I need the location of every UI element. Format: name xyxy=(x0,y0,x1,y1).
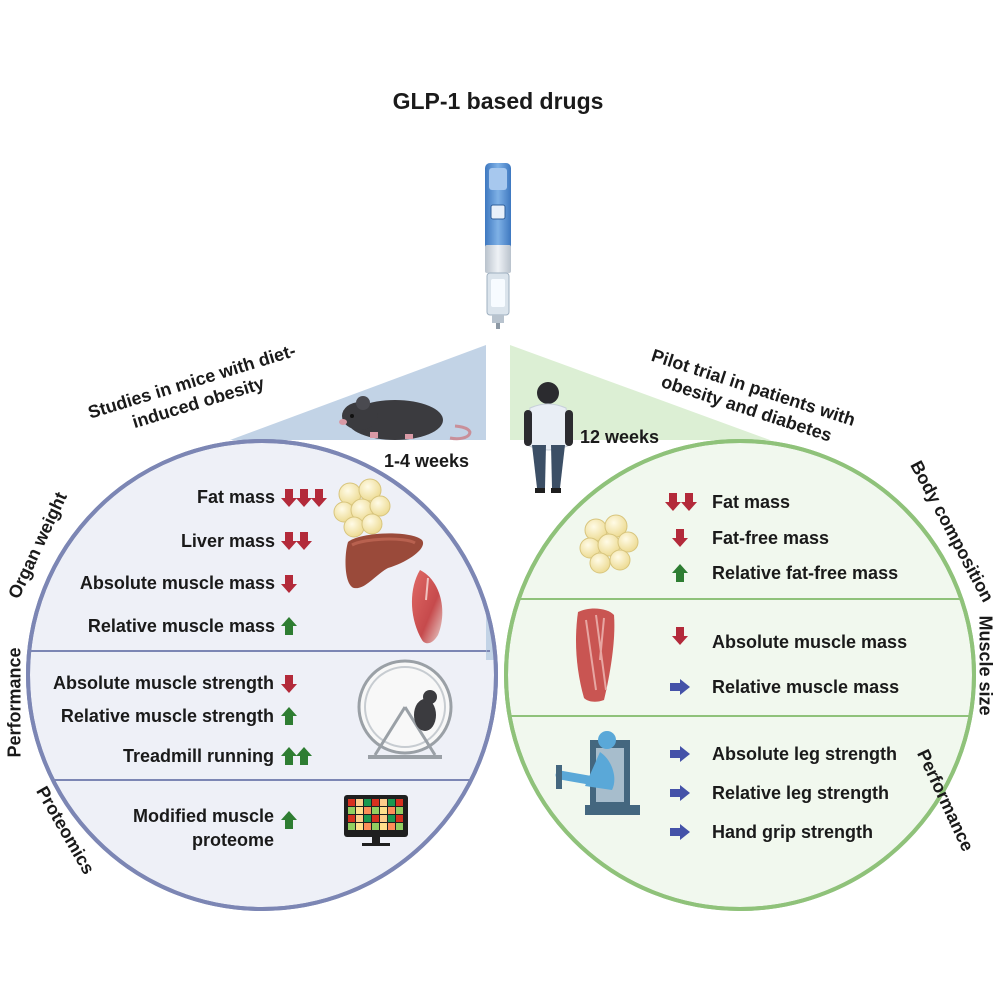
right-duration: 12 weeks xyxy=(580,427,660,447)
left-item-absolute-muscle-strength: Absolute muscle strength xyxy=(52,673,274,693)
heatmap-monitor-icon xyxy=(344,795,408,846)
left-item-modified-muscle-proteome: Modified muscle proteome xyxy=(132,806,274,850)
heatmap-cell xyxy=(372,815,379,822)
heatmap-cell xyxy=(372,807,379,814)
muscle-icon xyxy=(411,570,443,644)
trend-arrow-up xyxy=(281,617,297,635)
trend-arrow-down xyxy=(311,489,327,507)
right-item-hand-grip-strength: Hand grip strength xyxy=(712,822,873,842)
left-item-treadmill-running: Treadmill running xyxy=(122,746,274,766)
heatmap-cell xyxy=(356,815,363,822)
person-icon xyxy=(524,382,573,493)
heatmap-cell xyxy=(388,799,395,806)
right-section-label-muscle-size: Muscle size xyxy=(975,615,996,716)
heatmap-cell xyxy=(396,823,403,830)
left-item-relative-muscle-strength: Relative muscle strength xyxy=(60,706,274,726)
trend-arrow-down xyxy=(672,627,688,645)
trend-arrow-right xyxy=(670,785,690,801)
trend-arrow-down xyxy=(281,675,297,693)
left-duration: 1-4 weeks xyxy=(384,451,470,471)
liver-icon xyxy=(345,533,424,589)
heatmap-cell xyxy=(388,807,395,814)
right-item-fat-free-mass: Fat-free mass xyxy=(712,528,830,548)
heatmap-cell xyxy=(356,799,363,806)
fat-cells-right-icon xyxy=(579,514,639,574)
left-item-liver-mass: Liver mass xyxy=(180,531,275,551)
heatmap-cell xyxy=(372,799,379,806)
trend-arrow-up xyxy=(281,747,297,765)
thigh-muscle-icon xyxy=(576,608,615,702)
mouse-icon xyxy=(339,396,472,441)
left-section-label-performance: Performance xyxy=(4,647,25,758)
heatmap-cell xyxy=(396,815,403,822)
right-item-relative-muscle-mass: Relative muscle mass xyxy=(712,677,900,697)
fat-cells-icon xyxy=(333,478,391,538)
trend-arrow-down xyxy=(281,489,297,507)
heatmap-cell xyxy=(364,799,371,806)
trend-arrow-down xyxy=(281,532,297,550)
heatmap-cell xyxy=(396,799,403,806)
heatmap-cell xyxy=(372,823,379,830)
heatmap-cell xyxy=(388,823,395,830)
trend-arrow-up xyxy=(296,747,312,765)
right-wedge xyxy=(510,345,770,440)
right-item-fat-mass: Fat mass xyxy=(712,492,791,512)
heatmap-cell xyxy=(356,807,363,814)
left-item-absolute-muscle-mass: Absolute muscle mass xyxy=(79,573,275,593)
trend-arrow-up xyxy=(672,564,688,582)
heatmap-cell xyxy=(380,823,387,830)
leg-press-machine-icon xyxy=(555,731,640,815)
heatmap-cell xyxy=(380,799,387,806)
trend-arrow-down xyxy=(296,532,312,550)
trend-arrow-right xyxy=(670,679,690,695)
heatmap-cell xyxy=(348,807,355,814)
heatmap-cell xyxy=(356,823,363,830)
right-item-relative-fat-free-mass: Relative fat-free mass xyxy=(712,563,899,583)
left-item-relative-muscle-mass: Relative muscle mass xyxy=(87,616,275,636)
trend-arrow-up xyxy=(281,811,297,829)
heatmap-cell xyxy=(348,823,355,830)
right-item-absolute-muscle-mass: Absolute muscle mass xyxy=(712,632,908,652)
trend-arrow-right xyxy=(670,746,690,762)
trend-arrow-up xyxy=(281,707,297,725)
trend-arrow-down xyxy=(672,529,688,547)
heatmap-cell xyxy=(364,823,371,830)
heatmap-cell xyxy=(380,815,387,822)
trend-arrow-down xyxy=(665,493,681,511)
heatmap-cell xyxy=(348,799,355,806)
injection-pen-icon xyxy=(485,163,511,329)
figure-title: GLP-1 based drugs xyxy=(392,88,604,114)
heatmap-cell xyxy=(388,815,395,822)
running-wheel-icon xyxy=(357,659,453,759)
trend-arrow-down xyxy=(681,493,697,511)
heatmap-cell xyxy=(364,815,371,822)
heatmap-cell xyxy=(364,807,371,814)
trend-arrow-down xyxy=(296,489,312,507)
heatmap-cell xyxy=(396,807,403,814)
right-item-absolute-leg-strength: Absolute leg strength xyxy=(712,744,898,764)
trend-arrow-right xyxy=(670,824,690,840)
trend-arrow-down xyxy=(281,575,297,593)
heatmap-cell xyxy=(380,807,387,814)
heatmap-cell xyxy=(348,815,355,822)
right-item-relative-leg-strength: Relative leg strength xyxy=(712,783,890,803)
left-item-fat-mass: Fat mass xyxy=(196,487,275,507)
